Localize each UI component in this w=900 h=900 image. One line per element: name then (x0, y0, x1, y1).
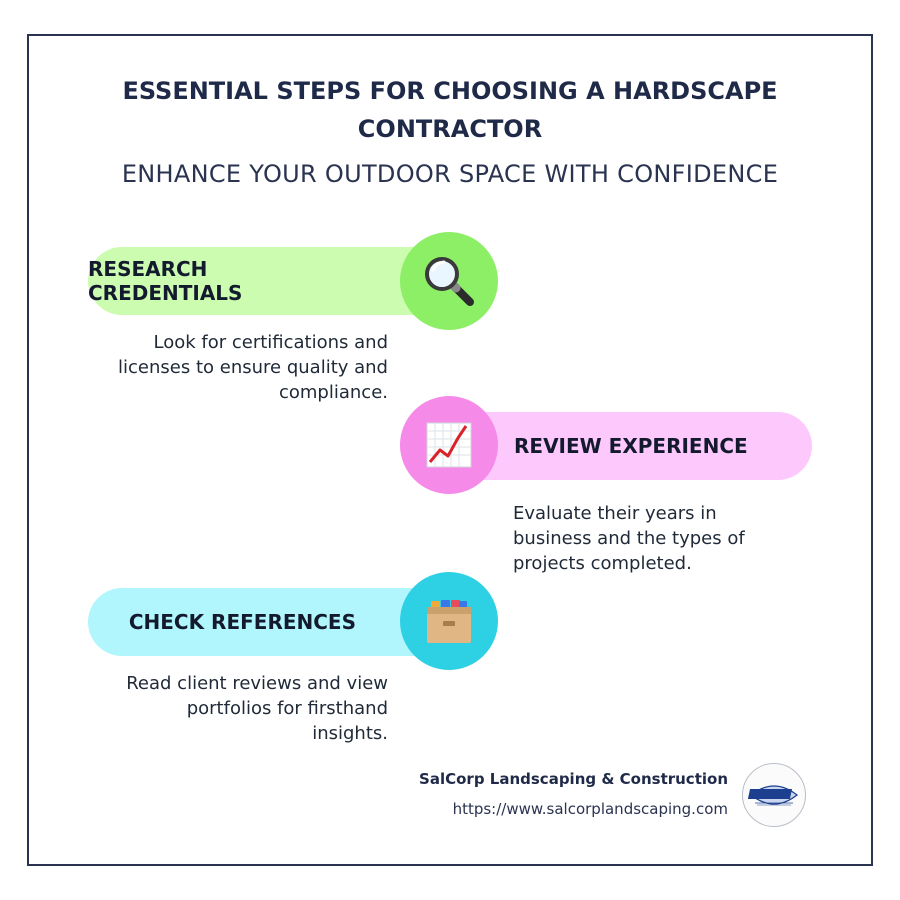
card-file-box-icon (427, 600, 471, 643)
company-url[interactable]: https://www.salcorplandscaping.com (452, 800, 728, 818)
step-research-credentials-description: Look for certifications and licenses to … (118, 332, 388, 403)
step-check-references-label: CHECK REFERENCES (128, 610, 356, 634)
step-check-references-badge (400, 572, 498, 670)
company-name: SalCorp Landscaping & Construction (419, 770, 728, 788)
page-subtitle: ENHANCE YOUR OUTDOOR SPACE WITH CONFIDEN… (121, 160, 779, 188)
title-line-1: ESSENTIAL STEPS FOR CHOOSING A HARDSCAPE (122, 77, 778, 105)
step-review-experience-description: Evaluate their years in business and the… (513, 503, 745, 574)
step-research-credentials-badge (400, 232, 498, 330)
step-research-credentials-label: RESEARCH CREDENTIALS (88, 257, 243, 305)
salcorp-logo-icon (742, 763, 806, 827)
chart-increasing-icon (426, 422, 472, 468)
step-check-references-description: Read client reviews and view portfolios … (126, 673, 388, 744)
magnifying-glass-icon (425, 257, 474, 306)
infographic-frame (27, 34, 873, 866)
step-review-experience-badge (400, 396, 498, 494)
page-title: ESSENTIAL STEPS FOR CHOOSING A HARDSCAPE… (60, 72, 840, 148)
title-line-2: CONTRACTOR (357, 115, 543, 143)
step-review-experience-label: REVIEW EXPERIENCE (514, 434, 748, 458)
